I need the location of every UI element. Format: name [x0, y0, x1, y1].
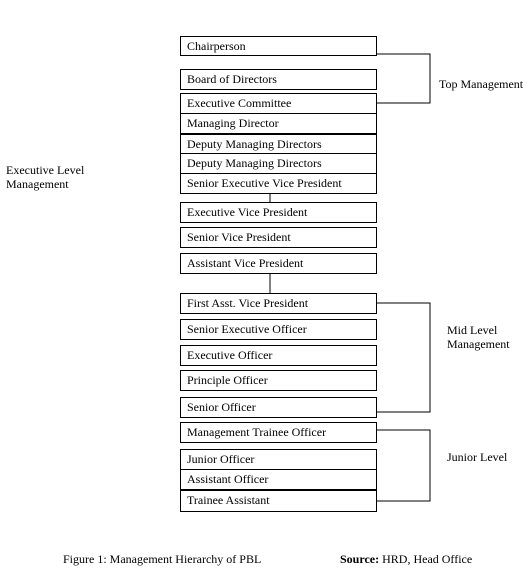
- org-box-executive-officer: Executive Officer: [180, 345, 377, 366]
- label-mid-level-line1: Mid Level: [447, 323, 498, 337]
- org-box-executive-committee: Executive Committee: [180, 93, 377, 114]
- org-box-senior-executive-officer: Senior Executive Officer: [180, 319, 377, 340]
- org-box-assistant-vice-president: Assistant Vice President: [180, 253, 377, 274]
- org-box-senior-officer: Senior Officer: [180, 397, 377, 418]
- junior-bracket: [377, 429, 431, 502]
- label-executive-level-line2: Management: [6, 177, 69, 191]
- org-box-senior-executive-vice-president: Senior Executive Vice President: [180, 173, 377, 194]
- mid-bracket: [377, 302, 431, 413]
- org-box-managing-director: Managing Director: [180, 113, 377, 134]
- source-label: Source:: [340, 552, 380, 566]
- figure-caption: Figure 1: Management Hierarchy of PBL: [63, 552, 262, 566]
- label-executive-level-line1: Executive Level: [6, 163, 85, 177]
- top-bracket: [377, 53, 431, 104]
- source-caption: Source: HRD, Head Office: [340, 552, 472, 567]
- org-box-chairperson: Chairperson: [180, 36, 377, 56]
- label-junior-level: Junior Level: [447, 450, 508, 464]
- org-box-deputy-managing-directors-2: Deputy Managing Directors: [180, 153, 377, 174]
- org-box-executive-vice-president: Executive Vice President: [180, 202, 377, 223]
- org-box-assistant-officer: Assistant Officer: [180, 469, 377, 490]
- source-text: HRD, Head Office: [379, 552, 473, 566]
- org-box-deputy-managing-directors-1: Deputy Managing Directors: [180, 134, 377, 154]
- org-box-junior-officer: Junior Officer: [180, 449, 377, 470]
- org-box-management-trainee-officer: Management Trainee Officer: [180, 422, 377, 443]
- org-box-senior-vice-president: Senior Vice President: [180, 227, 377, 248]
- org-box-board-of-directors: Board of Directors: [180, 69, 377, 90]
- label-mid-level-line2: Management: [447, 337, 510, 351]
- org-box-principle-officer: Principle Officer: [180, 370, 377, 391]
- org-box-first-asst-vice-president: First Asst. Vice President: [180, 293, 377, 314]
- org-box-trainee-assistant: Trainee Assistant: [180, 490, 377, 512]
- label-top-management: Top Management: [439, 77, 524, 91]
